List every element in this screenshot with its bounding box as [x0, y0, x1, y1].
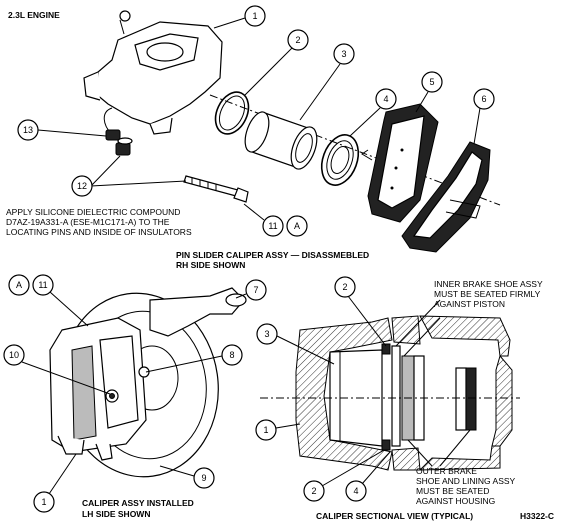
inner-note-line-3: AGAINST PISTON — [434, 299, 505, 309]
callout-7: 7 — [235, 279, 267, 301]
outer-shoe-leader-2 — [439, 429, 471, 467]
outer-note-line-1: OUTER BRAKE — [416, 466, 477, 476]
svg-text:7: 7 — [253, 285, 258, 295]
outer-note-line-2: SHOE AND LINING ASSY — [416, 476, 516, 486]
svg-text:2: 2 — [342, 282, 347, 292]
inner-shoe-leader — [395, 299, 441, 347]
svg-text:11: 11 — [268, 221, 277, 231]
svg-text:3: 3 — [341, 49, 346, 59]
svg-text:1: 1 — [41, 497, 46, 507]
installed-caption-line-1: CALIPER ASSY INSTALLED — [82, 498, 194, 508]
outer-note-line-3: MUST BE SEATED — [416, 486, 489, 496]
svg-text:3: 3 — [264, 329, 269, 339]
inner-brake-shoe-drawing — [361, 103, 439, 223]
svg-text:2: 2 — [311, 486, 316, 496]
dust-boot-drawing — [320, 134, 360, 186]
installed-caliper-drawing — [49, 317, 150, 461]
note-line-1: APPLY SILICONE DIELECTRIC COMPOUND — [6, 207, 180, 217]
installed-caption-line-2: LH SIDE SHOWN — [82, 509, 150, 519]
svg-text:1: 1 — [263, 425, 268, 435]
svg-text:13: 13 — [23, 125, 33, 135]
callout-3-top: 3 — [299, 43, 355, 121]
callout-5-top: 5 — [415, 71, 443, 113]
svg-text:8: 8 — [229, 350, 234, 360]
callout-1-bottom-left: 1 — [33, 453, 77, 513]
piston-seal-drawing — [214, 91, 250, 135]
callout-12: 12 — [71, 155, 187, 197]
callout-1-top: 1 — [213, 5, 266, 29]
svg-text:10: 10 — [9, 350, 19, 360]
callout-2-top: 2 — [243, 29, 309, 97]
svg-text:12: 12 — [77, 181, 87, 191]
callout-11-top: 11 A — [243, 203, 308, 237]
note-line-3: LOCATING PINS AND INSIDE OF INSULATORS — [6, 227, 192, 237]
sectional-caption: CALIPER SECTIONAL VIEW (TYPICAL) — [316, 511, 473, 521]
callout-9: 9 — [159, 465, 215, 489]
exploded-caption-line-1: PIN SLIDER CALIPER ASSY — DISASSMEBLED — [176, 250, 369, 260]
note-line-2: D7AZ-19A331-A (ESE-M1C171-A) TO THE — [6, 217, 170, 227]
sectional-housing-drawing — [260, 315, 520, 471]
inner-note-line-1: INNER BRAKE SHOE ASSY — [434, 279, 543, 289]
callout-3-sectional: 3 — [256, 323, 335, 365]
callout-4-sectional: 4 — [345, 451, 391, 502]
exploded-caption-line-2: RH SIDE SHOWN — [176, 260, 245, 270]
piston-drawing — [244, 111, 318, 170]
inner-shoe-leader-2 — [403, 317, 441, 357]
locating-pin-drawing — [183, 175, 249, 203]
svg-text:2: 2 — [295, 35, 300, 45]
callout-4-top: 4 — [349, 88, 397, 137]
insulator-drawing — [105, 129, 133, 156]
svg-text:1: 1 — [252, 11, 257, 21]
svg-text:4: 4 — [383, 94, 388, 104]
outer-note-line-4: AGAINST HOUSING — [416, 496, 495, 506]
svg-text:5: 5 — [429, 77, 434, 87]
callout-10: 10 — [3, 344, 111, 395]
callout-11-mid: 11 — [32, 274, 89, 327]
svg-text:4: 4 — [353, 486, 358, 496]
svg-text:6: 6 — [481, 94, 486, 104]
caliper-housing-drawing — [83, 10, 223, 135]
outer-shoe-leader — [407, 439, 433, 467]
svg-text:9: 9 — [201, 473, 206, 483]
callout-1-sectional: 1 — [255, 419, 301, 441]
outer-brake-shoe-drawing — [401, 141, 491, 253]
callout-6-top: 6 — [473, 88, 495, 145]
svg-text:A: A — [294, 221, 300, 231]
engine-label: 2.3L ENGINE — [8, 10, 60, 20]
callout-2-sectional-top: 2 — [334, 276, 387, 347]
spindle-knuckle-drawing — [149, 287, 247, 337]
svg-text:A: A — [16, 280, 22, 290]
callout-8: 8 — [145, 344, 243, 373]
svg-text:11: 11 — [38, 280, 47, 290]
callout-13: 13 — [17, 119, 107, 141]
callout-A-mid: A — [8, 274, 30, 296]
figure-id: H3322-C — [520, 511, 554, 521]
callout-2-sectional-bottom: 2 — [303, 449, 385, 502]
inner-note-line-2: MUST BE SEATED FIRMLY — [434, 289, 541, 299]
